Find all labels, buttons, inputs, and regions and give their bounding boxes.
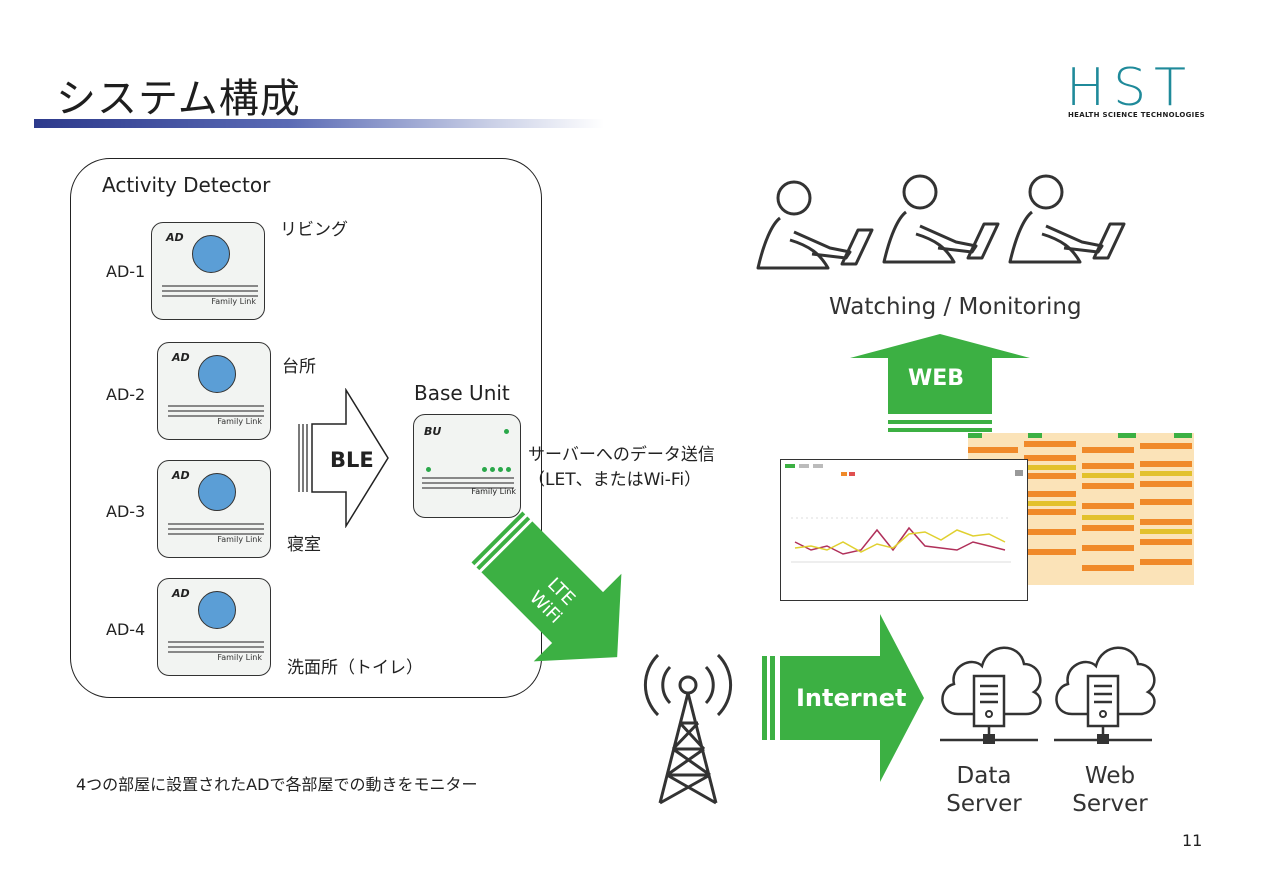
room-label-kitchen: 台所 (282, 357, 316, 377)
web-server-line1: Web (1084, 763, 1136, 789)
ble-arrow-icon (298, 388, 389, 528)
room-label-bedroom: 寝室 (287, 535, 321, 555)
ble-label: BLE (330, 448, 374, 472)
ad-2-device: AD Family Link (157, 342, 271, 440)
ad-1-device: AD Family Link (151, 222, 265, 320)
base-unit-device: BU Family Link (413, 414, 521, 518)
status-led-icon (490, 467, 495, 472)
screen-chart-image (785, 464, 1023, 563)
ad-tag: AD (166, 231, 184, 244)
sensor-led-icon (198, 473, 236, 511)
watching-monitoring-label: Watching / Monitoring (829, 294, 1082, 320)
sensor-led-icon (198, 355, 236, 393)
ad-tag: AD (172, 587, 190, 600)
title-underline (34, 119, 604, 128)
data-server-line2: Server (946, 791, 1022, 817)
brand-label: Family Link (217, 417, 262, 426)
ad-1-label: AD-1 (106, 262, 146, 281)
people-monitoring-icon (756, 174, 1126, 270)
sensor-led-icon (192, 235, 230, 273)
status-led-icon (498, 467, 503, 472)
brand-label: Family Link (217, 653, 262, 662)
web-label: WEB (908, 366, 965, 391)
ad-4-label: AD-4 (106, 620, 146, 639)
web-arrow-icon (850, 334, 1030, 432)
ad-3-device: AD Family Link (157, 460, 271, 558)
sensor-led-icon (198, 591, 236, 629)
status-led-icon (426, 467, 431, 472)
vent-lines (168, 405, 264, 420)
hst-logo: HST (1066, 58, 1194, 118)
ad-tag: AD (172, 469, 190, 482)
vent-lines (422, 477, 514, 489)
vent-lines (168, 641, 264, 656)
data-server-cloud-icon (940, 646, 1042, 744)
room-label-washroom: 洗面所（トイレ） (287, 658, 423, 678)
ad-tag: AD (172, 351, 190, 364)
status-led-icon (506, 467, 511, 472)
room-label-living: リビング (280, 220, 348, 240)
data-server-line1: Data (956, 763, 1012, 789)
footer-note: 4つの部屋に設置されたADで各部屋での動きをモニター (76, 775, 478, 794)
web-server-label: Web Server (1060, 762, 1160, 818)
status-led-icon (482, 467, 487, 472)
web-server-line2: Server (1072, 791, 1148, 817)
brand-label: Family Link (471, 487, 516, 496)
bu-tag: BU (424, 425, 442, 438)
panel-title: Activity Detector (102, 173, 271, 197)
activity-detector-panel (70, 158, 542, 698)
internet-label: Internet (796, 684, 907, 712)
ad-3-label: AD-3 (106, 502, 146, 521)
vent-lines (162, 285, 258, 300)
web-server-cloud-icon (1054, 646, 1156, 744)
page-title: システム構成 (56, 76, 301, 122)
internet-arrow-icon (762, 614, 924, 782)
logo-subtitle: HEALTH SCIENCE TECHNOLOGIES (1068, 111, 1206, 119)
base-unit-title: Base Unit (414, 381, 510, 405)
server-send-line1: サーバーへのデータ送信 (528, 445, 715, 465)
lte-wifi-arrow-icon (471, 511, 622, 662)
status-led-icon (504, 429, 509, 434)
monitoring-screen-image (780, 459, 1028, 601)
ad-4-device: AD Family Link (157, 578, 271, 676)
server-send-text: サーバーへのデータ送信 （LET、またはWi-Fi） (528, 443, 715, 493)
vent-lines (168, 523, 264, 538)
page-number: 11 (1182, 831, 1203, 850)
data-server-label: Data Server (934, 762, 1034, 818)
server-send-line2: （LET、またはWi-Fi） (528, 470, 702, 490)
brand-label: Family Link (217, 535, 262, 544)
antenna-tower-icon (643, 653, 733, 805)
brand-label: Family Link (211, 297, 256, 306)
ad-2-label: AD-2 (106, 385, 146, 404)
